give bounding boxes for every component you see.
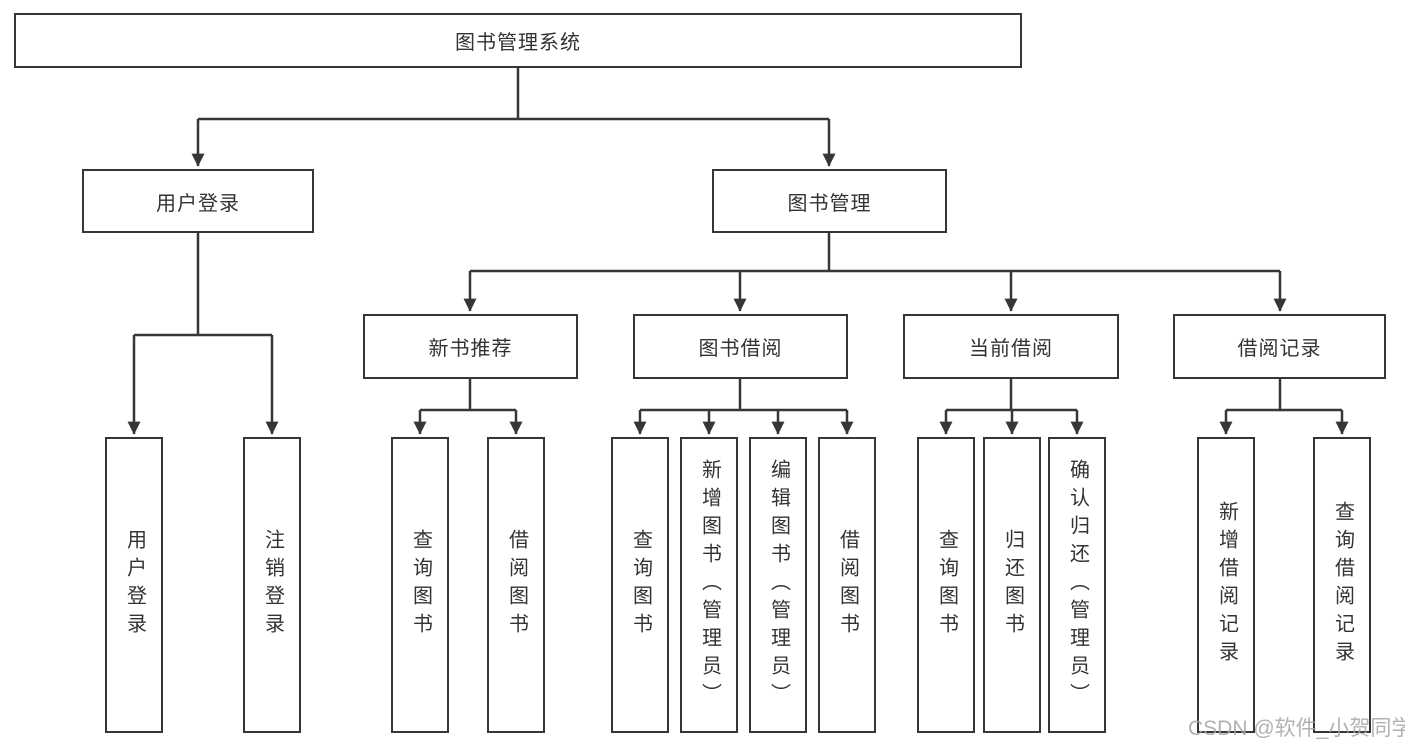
leaf-borrowing-edit-books-admin-label: 编辑图书（管理员） bbox=[767, 459, 790, 711]
node-library-management-system-label: 图书管理系统 bbox=[455, 32, 581, 54]
leaf-borrowing-borrow-books-label: 借阅图书 bbox=[836, 529, 859, 641]
leaf-logout: 注销登录 bbox=[243, 437, 301, 733]
leaf-logout-label: 注销登录 bbox=[261, 529, 284, 641]
leaf-records-add-borrow-record: 新增借阅记录 bbox=[1197, 437, 1255, 733]
leaf-newrec-borrow-books: 借阅图书 bbox=[487, 437, 545, 733]
node-new-book-recommendation-label: 新书推荐 bbox=[428, 338, 513, 360]
leaf-current-confirm-return-admin-label: 确认归还（管理员） bbox=[1066, 459, 1089, 711]
leaf-current-confirm-return-admin: 确认归还（管理员） bbox=[1048, 437, 1106, 733]
leaf-borrowing-add-books-admin-label: 新增图书（管理员） bbox=[698, 459, 721, 711]
leaf-current-return-books-label: 归还图书 bbox=[1001, 529, 1024, 641]
leaf-user-login: 用户登录 bbox=[105, 437, 163, 733]
leaf-borrowing-query-books-label: 查询图书 bbox=[629, 529, 652, 641]
node-book-management-label: 图书管理 bbox=[787, 192, 872, 215]
leaf-records-add-borrow-record-label: 新增借阅记录 bbox=[1215, 501, 1238, 669]
node-borrowing-records: 借阅记录 bbox=[1173, 314, 1386, 379]
node-book-borrowing: 图书借阅 bbox=[633, 314, 848, 379]
leaf-current-query-books-label: 查询图书 bbox=[935, 529, 958, 641]
node-new-book-recommendation: 新书推荐 bbox=[363, 314, 578, 379]
leaf-current-return-books: 归还图书 bbox=[983, 437, 1041, 733]
node-library-management-system: 图书管理系统 bbox=[14, 13, 1022, 68]
leaf-borrowing-add-books-admin: 新增图书（管理员） bbox=[680, 437, 738, 733]
leaf-records-query-borrow-record: 查询借阅记录 bbox=[1313, 437, 1371, 733]
leaf-borrowing-query-books: 查询图书 bbox=[611, 437, 669, 733]
leaf-newrec-query-books: 查询图书 bbox=[391, 437, 449, 733]
node-current-borrowing-label: 当前借阅 bbox=[969, 338, 1053, 360]
node-current-borrowing: 当前借阅 bbox=[903, 314, 1119, 379]
node-user-login: 用户登录 bbox=[82, 169, 314, 233]
leaf-newrec-query-books-label: 查询图书 bbox=[409, 529, 432, 641]
leaf-user-login-label: 用户登录 bbox=[123, 529, 146, 641]
leaf-current-query-books: 查询图书 bbox=[917, 437, 975, 733]
leaf-borrowing-edit-books-admin: 编辑图书（管理员） bbox=[749, 437, 807, 733]
node-book-management: 图书管理 bbox=[712, 169, 947, 233]
node-borrowing-records-label: 借阅记录 bbox=[1237, 338, 1322, 360]
node-book-borrowing-label: 图书借阅 bbox=[698, 338, 783, 360]
leaf-borrowing-borrow-books: 借阅图书 bbox=[818, 437, 876, 733]
leaf-records-query-borrow-record-label: 查询借阅记录 bbox=[1331, 501, 1354, 669]
leaf-newrec-borrow-books-label: 借阅图书 bbox=[505, 529, 528, 641]
node-user-login-label: 用户登录 bbox=[156, 192, 240, 215]
csdn-watermark: CSDN @软件_小贺同学 bbox=[1188, 717, 1405, 740]
